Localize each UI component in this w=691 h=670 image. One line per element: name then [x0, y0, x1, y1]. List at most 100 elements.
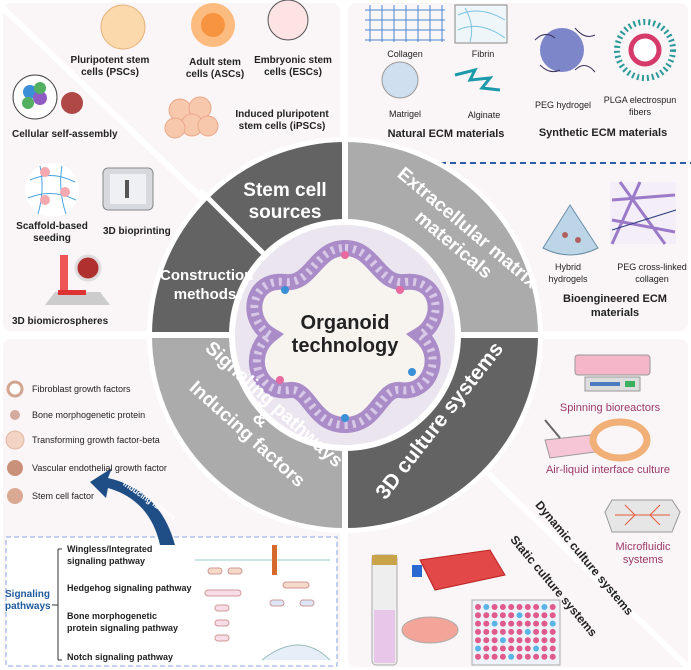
- well: [549, 620, 556, 627]
- well: [516, 620, 523, 627]
- factor-item: Fibroblast growth factors: [32, 384, 131, 394]
- bmp-icon: [10, 410, 20, 420]
- well: [549, 653, 556, 660]
- well: [508, 604, 515, 610]
- well: [549, 612, 556, 619]
- well: [499, 604, 506, 610]
- well: [549, 604, 556, 610]
- well: [483, 645, 490, 652]
- well: [516, 637, 523, 644]
- well: [541, 628, 548, 635]
- spinning-label: Spinning bioreactors: [559, 402, 661, 414]
- well: [499, 620, 506, 627]
- factor-item: Stem cell factor: [32, 491, 95, 501]
- fibrin-label: Fibrin: [471, 49, 495, 59]
- matrigel-icon: [381, 61, 419, 99]
- esc-icon: [267, 0, 309, 41]
- well: [483, 612, 490, 619]
- well: [508, 628, 515, 635]
- organoid-icon: [246, 239, 444, 434]
- factor-item: Transforming growth factor-beta: [32, 435, 160, 445]
- well: [491, 612, 498, 619]
- air-liquid-label: Air-liquid interface culture: [545, 464, 671, 476]
- well: [499, 645, 506, 652]
- collagen-icon: [365, 5, 445, 42]
- well: [491, 645, 498, 652]
- well: [533, 645, 540, 652]
- well: [533, 628, 540, 635]
- well: [499, 628, 506, 635]
- well: [524, 604, 531, 610]
- well: [533, 604, 540, 610]
- well: [508, 637, 515, 644]
- well: [549, 637, 556, 644]
- well: [483, 620, 490, 627]
- well: [533, 637, 540, 644]
- pathway-diagram-icon: [195, 545, 331, 661]
- well: [524, 620, 531, 627]
- natural-ecm-heading: Natural ECM materials: [387, 128, 505, 140]
- well: [524, 653, 531, 660]
- well: [524, 628, 531, 635]
- self-assembly-label: Cellular self-assembly: [12, 129, 118, 140]
- well: [533, 612, 540, 619]
- hybrid-hydrogel-icon: [542, 204, 599, 256]
- well-plate-dots: [475, 604, 556, 660]
- well: [508, 612, 515, 619]
- well: [491, 620, 498, 627]
- ipsc-icon: [164, 96, 219, 139]
- well: [499, 637, 506, 644]
- air-liquid-icon: [544, 418, 651, 462]
- alginate-label: Alginate: [467, 110, 501, 120]
- scaffold-icon: [25, 163, 79, 217]
- well: [491, 604, 498, 610]
- well: [549, 645, 556, 652]
- microfluidic-icon: [604, 499, 681, 533]
- well: [541, 645, 548, 652]
- well: [549, 628, 556, 635]
- psc-icon: [100, 4, 146, 50]
- well: [541, 653, 548, 660]
- well: [541, 620, 548, 627]
- bracket: [52, 548, 62, 661]
- peg-hydrogel-label: PEG hydrogel: [534, 100, 592, 110]
- well: [491, 653, 498, 660]
- collagen-label: Collagen: [387, 49, 423, 59]
- factor-item: Vascular endothelial growth factor: [32, 463, 167, 473]
- well: [524, 645, 531, 652]
- well: [516, 604, 523, 610]
- well: [475, 645, 481, 652]
- factor-item: Bone morphogenetic protein: [32, 410, 146, 420]
- fibrin-icon: [454, 4, 508, 44]
- well: [524, 612, 531, 619]
- plga-icon: [614, 19, 676, 81]
- biomicrosphere-icon: [45, 254, 110, 305]
- well: [475, 637, 481, 644]
- peg-hydrogel-icon: [534, 27, 596, 73]
- well: [516, 645, 523, 652]
- well: [475, 653, 481, 660]
- well: [483, 653, 490, 660]
- matrigel-label: Matrigel: [388, 109, 422, 119]
- self-assembly-icon: [12, 74, 83, 120]
- well: [483, 604, 490, 610]
- well: [483, 628, 490, 635]
- well: [475, 612, 481, 619]
- inducing-arrow: [90, 468, 175, 545]
